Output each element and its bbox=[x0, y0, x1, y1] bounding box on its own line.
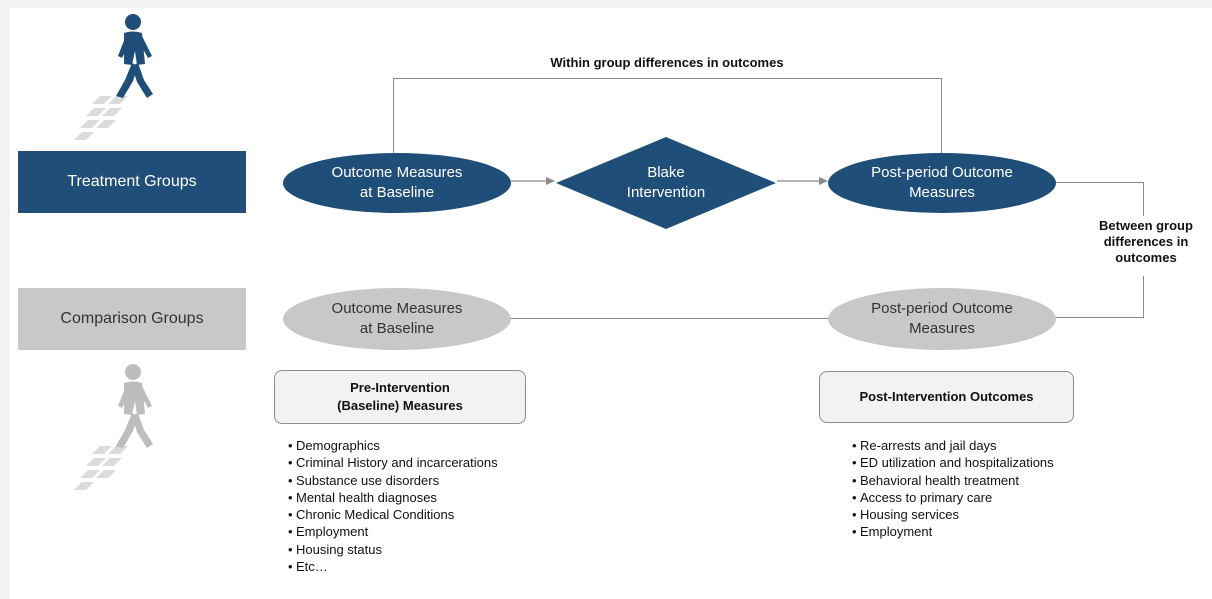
pre-box-line: (Baseline) Measures bbox=[337, 398, 463, 413]
node-line: Post-period Outcome bbox=[871, 164, 1013, 181]
between-group-label: Between group differences in outcomes bbox=[1086, 218, 1206, 266]
walking-person-icon bbox=[74, 14, 153, 140]
pre-measures-list: Demographics Criminal History and incarc… bbox=[288, 437, 498, 575]
list-item: Criminal History and incarcerations bbox=[288, 454, 498, 471]
list-item: Demographics bbox=[288, 437, 498, 454]
comparison-connector bbox=[511, 318, 829, 319]
pre-intervention-box: Pre-Intervention (Baseline) Measures bbox=[274, 370, 526, 424]
node-line: at Baseline bbox=[359, 320, 435, 337]
node-line: Outcome Measures bbox=[331, 164, 463, 181]
intervention-label: Blake Intervention bbox=[600, 160, 732, 206]
list-item: Access to primary care bbox=[852, 489, 1054, 506]
node-line: at Baseline bbox=[359, 184, 435, 201]
between-bracket-side-upper bbox=[1143, 182, 1144, 216]
list-item: Chronic Medical Conditions bbox=[288, 506, 498, 523]
treatment-baseline-node: Outcome Measures at Baseline bbox=[283, 153, 511, 213]
within-bracket-top bbox=[393, 78, 942, 79]
within-bracket-right bbox=[941, 78, 942, 154]
within-bracket-left bbox=[393, 78, 394, 154]
list-item: Mental health diagnoses bbox=[288, 489, 498, 506]
intervention-line: Intervention bbox=[626, 184, 706, 201]
flow-arrows bbox=[511, 177, 828, 185]
between-bracket-bottom bbox=[1056, 317, 1144, 318]
comparison-post-node: Post-period Outcome Measures bbox=[828, 288, 1056, 350]
walking-person-icon bbox=[74, 364, 153, 490]
between-line: differences in bbox=[1103, 234, 1189, 249]
intervention-line: Blake bbox=[647, 164, 685, 181]
comparison-groups-label: Comparison Groups bbox=[18, 288, 246, 350]
node-line: Measures bbox=[909, 320, 975, 337]
list-item: Employment bbox=[852, 523, 1054, 540]
within-group-label: Within group differences in outcomes bbox=[550, 55, 784, 70]
list-item: ED utilization and hospitalizations bbox=[852, 454, 1054, 471]
node-line: Post-period Outcome bbox=[871, 300, 1013, 317]
between-bracket-top bbox=[1056, 182, 1144, 183]
between-line: Between group bbox=[1099, 218, 1193, 233]
treatment-post-node: Post-period Outcome Measures bbox=[828, 153, 1056, 213]
intervention-diamond bbox=[556, 137, 776, 229]
pre-box-line: Pre-Intervention bbox=[350, 380, 450, 395]
list-item: Housing status bbox=[288, 541, 498, 558]
list-item: Employment bbox=[288, 523, 498, 540]
list-item: Etc… bbox=[288, 558, 498, 575]
post-intervention-box: Post-Intervention Outcomes bbox=[819, 371, 1074, 423]
list-item: Re-arrests and jail days bbox=[852, 437, 1054, 454]
between-line: outcomes bbox=[1115, 250, 1177, 265]
between-bracket-side-lower bbox=[1143, 276, 1144, 318]
node-line: Measures bbox=[909, 184, 975, 201]
list-item: Housing services bbox=[852, 506, 1054, 523]
comparison-baseline-node: Outcome Measures at Baseline bbox=[283, 288, 511, 350]
node-line: Outcome Measures bbox=[331, 300, 463, 317]
list-item: Substance use disorders bbox=[288, 472, 498, 489]
treatment-groups-label: Treatment Groups bbox=[18, 151, 246, 213]
list-item: Behavioral health treatment bbox=[852, 472, 1054, 489]
post-outcomes-list: Re-arrests and jail days ED utilization … bbox=[852, 437, 1054, 541]
